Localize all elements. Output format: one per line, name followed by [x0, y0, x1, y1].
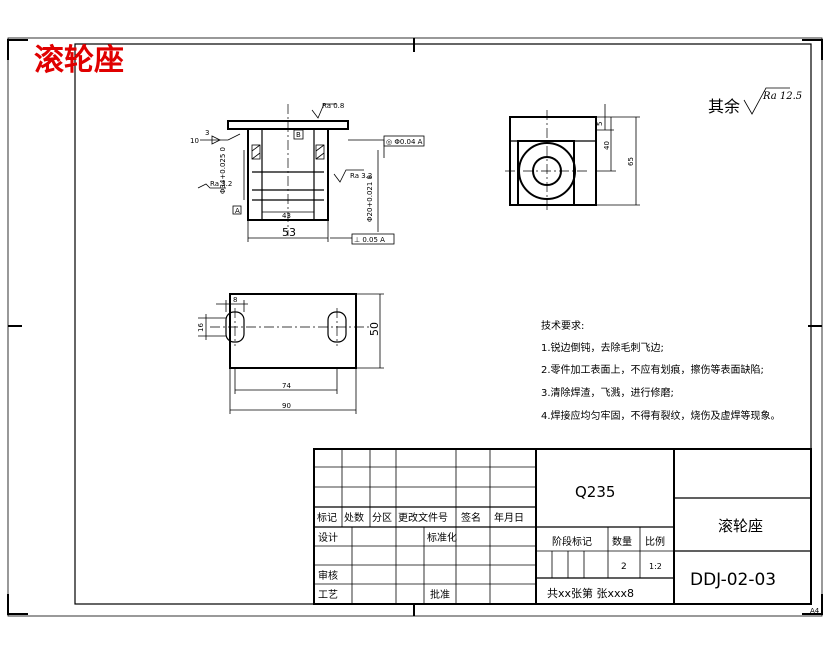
tech-item-2: 2.零件加工表面上，不应有划痕，擦伤等表面缺陷; — [541, 363, 764, 376]
roughness-right: Ra 3.2 — [350, 172, 372, 180]
hatch-right — [315, 144, 325, 160]
dim-16: 16 — [197, 323, 205, 332]
sheet-size: A4 — [810, 607, 820, 615]
surface-finish-value: Ra 12.5 — [762, 91, 802, 102]
qty-label: 数量 — [612, 535, 632, 548]
dim-50: 50 — [368, 322, 381, 336]
hdr-count: 处数 — [344, 511, 364, 524]
roughness-icon-right — [333, 169, 364, 183]
dim-dia-right: Φ20+0.021 0 — [366, 175, 374, 222]
drawing-number: DDJ-02-03 — [690, 570, 776, 590]
plan-plate — [229, 293, 357, 369]
roughness-icon-top — [311, 103, 336, 119]
dim-74: 74 — [282, 382, 291, 390]
roughness-left: Ra 3.2 — [210, 180, 232, 188]
part-name: 滚轮座 — [718, 517, 763, 535]
tolerance-frame-2 — [351, 233, 395, 245]
sheet-info: 共xx张第 张xxx8 — [547, 586, 634, 600]
scale-value: 1:2 — [649, 562, 662, 571]
tech-item-3: 3.清除焊渣，飞溅，进行修磨; — [541, 386, 674, 399]
dim-90: 90 — [282, 402, 291, 410]
tolerance-1: ◎ Φ0.04 A — [386, 138, 423, 146]
stage-label: 阶段标记 — [552, 535, 592, 548]
tech-title: 技术要求: — [541, 319, 584, 332]
hdr-zone: 分区 — [372, 512, 392, 524]
dim-8: 8 — [233, 296, 237, 304]
dim-40: 40 — [603, 141, 611, 150]
surface-finish-label: 其余 — [708, 97, 740, 116]
hdr-sign: 签名 — [461, 511, 481, 524]
dim-43: 43 — [282, 212, 291, 220]
row-process: 工艺 — [318, 589, 338, 601]
hdr-change-doc: 更改文件号 — [398, 511, 448, 524]
side-view: 5 40 65 — [505, 104, 640, 212]
dim-5: 5 — [596, 122, 604, 126]
dim-10: 10 — [190, 137, 199, 145]
row-approve: 批准 — [430, 588, 450, 601]
tolerance-2: ⊥ 0.05 A — [354, 236, 385, 244]
tech-item-4: 4.焊接应均匀牢固，不得有裂纹，烧伤及虚焊等现象。 — [541, 409, 781, 422]
side-body — [509, 116, 597, 206]
datum-a-box — [232, 205, 242, 215]
datum-a-label: A — [235, 207, 240, 215]
weld-symbol-icon — [211, 135, 221, 145]
front-view: B 3 10 Ra 0.8 Φ34+0.025 0 Ra 3.2 A Φ20+0… — [190, 102, 425, 245]
roughness-top: Ra 0.8 — [322, 102, 344, 110]
plan-view: 8 16 50 74 90 — [197, 293, 384, 414]
svg-text:B: B — [296, 131, 301, 139]
hatch-left — [251, 144, 261, 160]
hdr-date: 年月日 — [494, 511, 524, 524]
title-block: 标记 处数 分区 更改文件号 签名 年月日 设计 标准化 审核 工艺 批准 Q2… — [313, 448, 812, 605]
surface-finish-note: 其余 Ra 12.5 — [708, 87, 802, 116]
red-title: 滚轮座 — [34, 43, 124, 78]
roughness-symbol-icon — [743, 87, 790, 115]
datum-box — [293, 129, 304, 140]
dim-dia-left: Φ34+0.025 0 — [219, 147, 227, 194]
row-design: 设计 — [318, 531, 338, 544]
row-standardize: 标准化 — [427, 531, 457, 544]
tech-requirements: 技术要求: 1.锐边倒钝，去除毛刺飞边; 2.零件加工表面上，不应有划痕，擦伤等… — [541, 319, 781, 422]
material: Q235 — [575, 483, 615, 501]
weld-leader — [200, 133, 241, 141]
hdr-mark: 标记 — [317, 512, 337, 524]
roughness-icon-left — [197, 183, 226, 189]
tolerance-frame-1 — [383, 135, 425, 147]
dim-step: 3 — [205, 129, 209, 137]
corner-marks — [7, 38, 823, 616]
dim-65: 65 — [627, 157, 635, 166]
scale-label: 比例 — [645, 535, 665, 548]
row-review: 审核 — [318, 569, 338, 582]
tech-item-1: 1.锐边倒钝，去除毛刺飞边; — [541, 341, 664, 354]
qty-value: 2 — [621, 562, 627, 572]
dim-53: 53 — [282, 226, 296, 239]
outer-border — [7, 37, 823, 617]
